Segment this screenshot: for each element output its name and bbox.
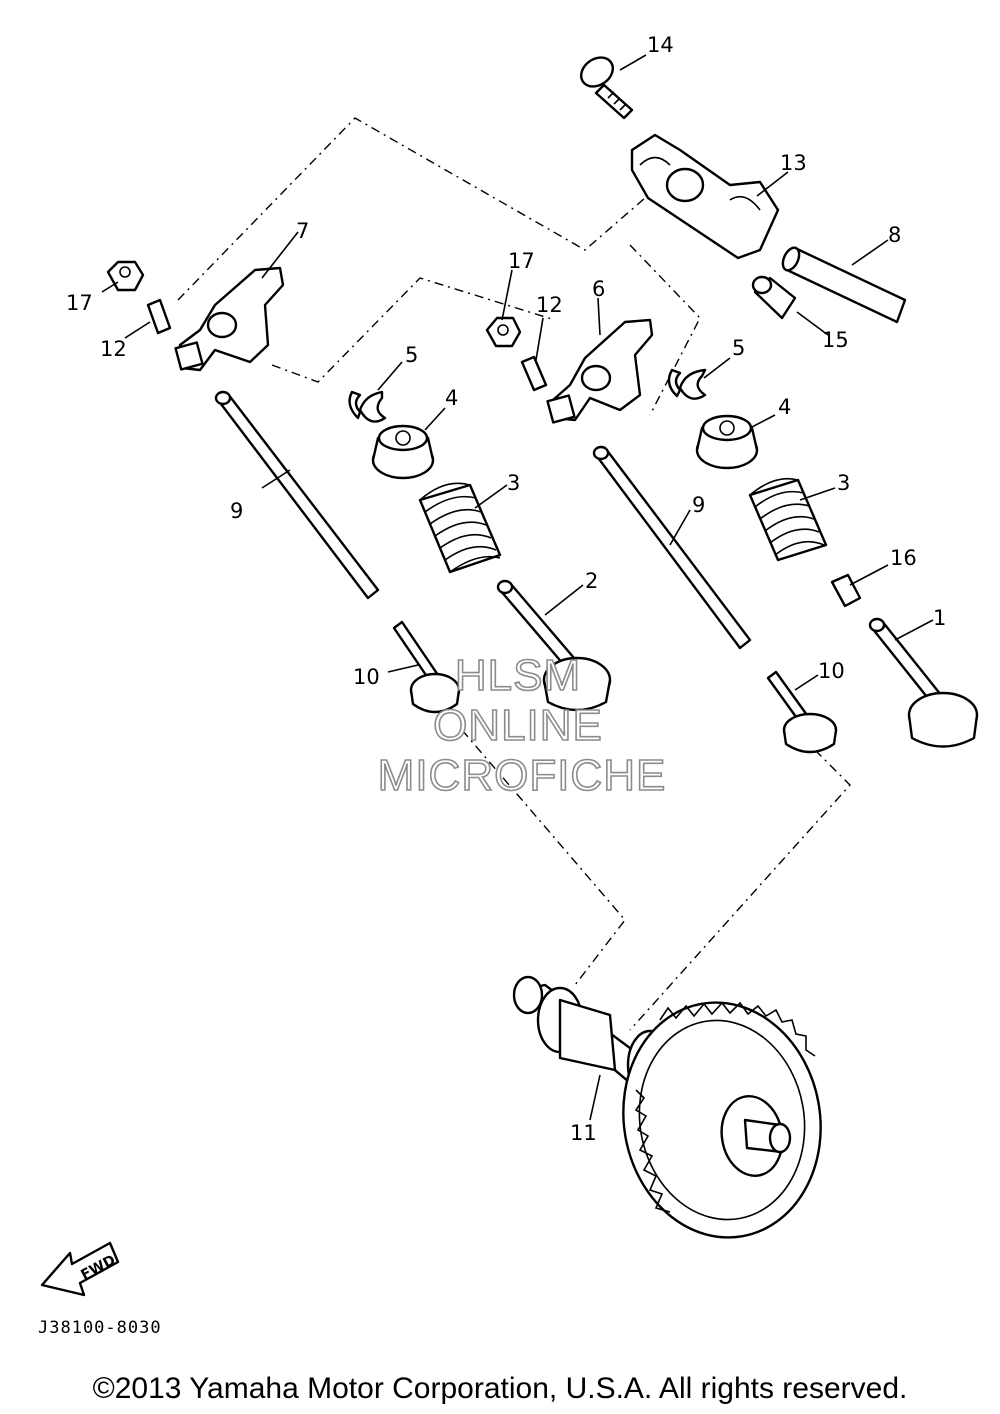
callout-17-center: 17: [508, 249, 535, 273]
adjuster-12-left: [146, 298, 172, 335]
pin-15: [751, 275, 797, 320]
callout-3-left: 3: [507, 471, 520, 495]
copyright-notice: ©2013 Yamaha Motor Corporation, U.S.A. A…: [92, 1372, 908, 1405]
rocker-holder-13: [630, 133, 780, 260]
assembly-guide-lines: [177, 117, 851, 1031]
callout-3-right: 3: [837, 471, 850, 495]
callout-10-right: 10: [818, 659, 845, 683]
callout-1: 1: [933, 606, 946, 630]
watermark-line2: ONLINE: [433, 701, 603, 750]
callout-5-right: 5: [732, 336, 745, 360]
rocker-shaft-8: [781, 246, 907, 324]
callout-6: 6: [592, 277, 605, 301]
forward-arrow-icon: FWD: [40, 1241, 120, 1297]
callout-9-left: 9: [230, 499, 243, 523]
callout-4-left: 4: [445, 386, 458, 410]
retainer-4-left: [371, 424, 435, 480]
callout-16: 16: [890, 546, 917, 570]
nut-17-center: [485, 316, 522, 348]
callout-11: 11: [570, 1121, 597, 1145]
collet-5-left: [348, 390, 387, 423]
callout-14: 14: [647, 33, 674, 57]
pushrod-9-left: [214, 390, 380, 600]
watermark-line1: HLSM: [455, 651, 581, 700]
watermark: HLSM ONLINE MICROFICHE: [377, 650, 667, 801]
spring-3-left: [418, 482, 502, 574]
diagram-reference-code: J38100-8030: [38, 1318, 162, 1338]
bolt-14: [580, 56, 634, 120]
lifter-10-left: [392, 620, 461, 714]
callout-10-left: 10: [353, 665, 380, 689]
callout-7: 7: [296, 219, 309, 243]
callout-12-left: 12: [100, 337, 127, 361]
lifter-10-right: [766, 670, 838, 754]
callout-12-center: 12: [536, 293, 563, 317]
spring-3-right: [748, 477, 828, 562]
callout-17-left: 17: [66, 291, 93, 315]
seal-16: [830, 573, 862, 608]
callout-2: 2: [585, 569, 598, 593]
rocker-arm-6: [546, 318, 654, 424]
callout-15: 15: [822, 328, 849, 352]
watermark-line3: MICROFICHE: [378, 751, 667, 800]
callout-9-right: 9: [692, 493, 705, 517]
callout-5-left: 5: [405, 343, 418, 367]
collet-5-right: [667, 368, 707, 400]
callout-4-right: 4: [778, 395, 791, 419]
leader-lines: [101, 54, 934, 1121]
retainer-4-right: [695, 414, 759, 470]
adjuster-12-center: [520, 355, 548, 392]
valve-1: [868, 617, 979, 748]
rocker-arm-7: [174, 266, 285, 372]
valve-2: [496, 579, 612, 712]
camshaft-11: [512, 975, 822, 1239]
callout-labels: 14 13 8 15 17 12 7 17 12 6 5 5 4 4 3 3 9…: [66, 33, 946, 1145]
callout-13: 13: [780, 151, 807, 175]
pushrod-9-right: [592, 445, 752, 650]
callout-8: 8: [888, 223, 901, 247]
